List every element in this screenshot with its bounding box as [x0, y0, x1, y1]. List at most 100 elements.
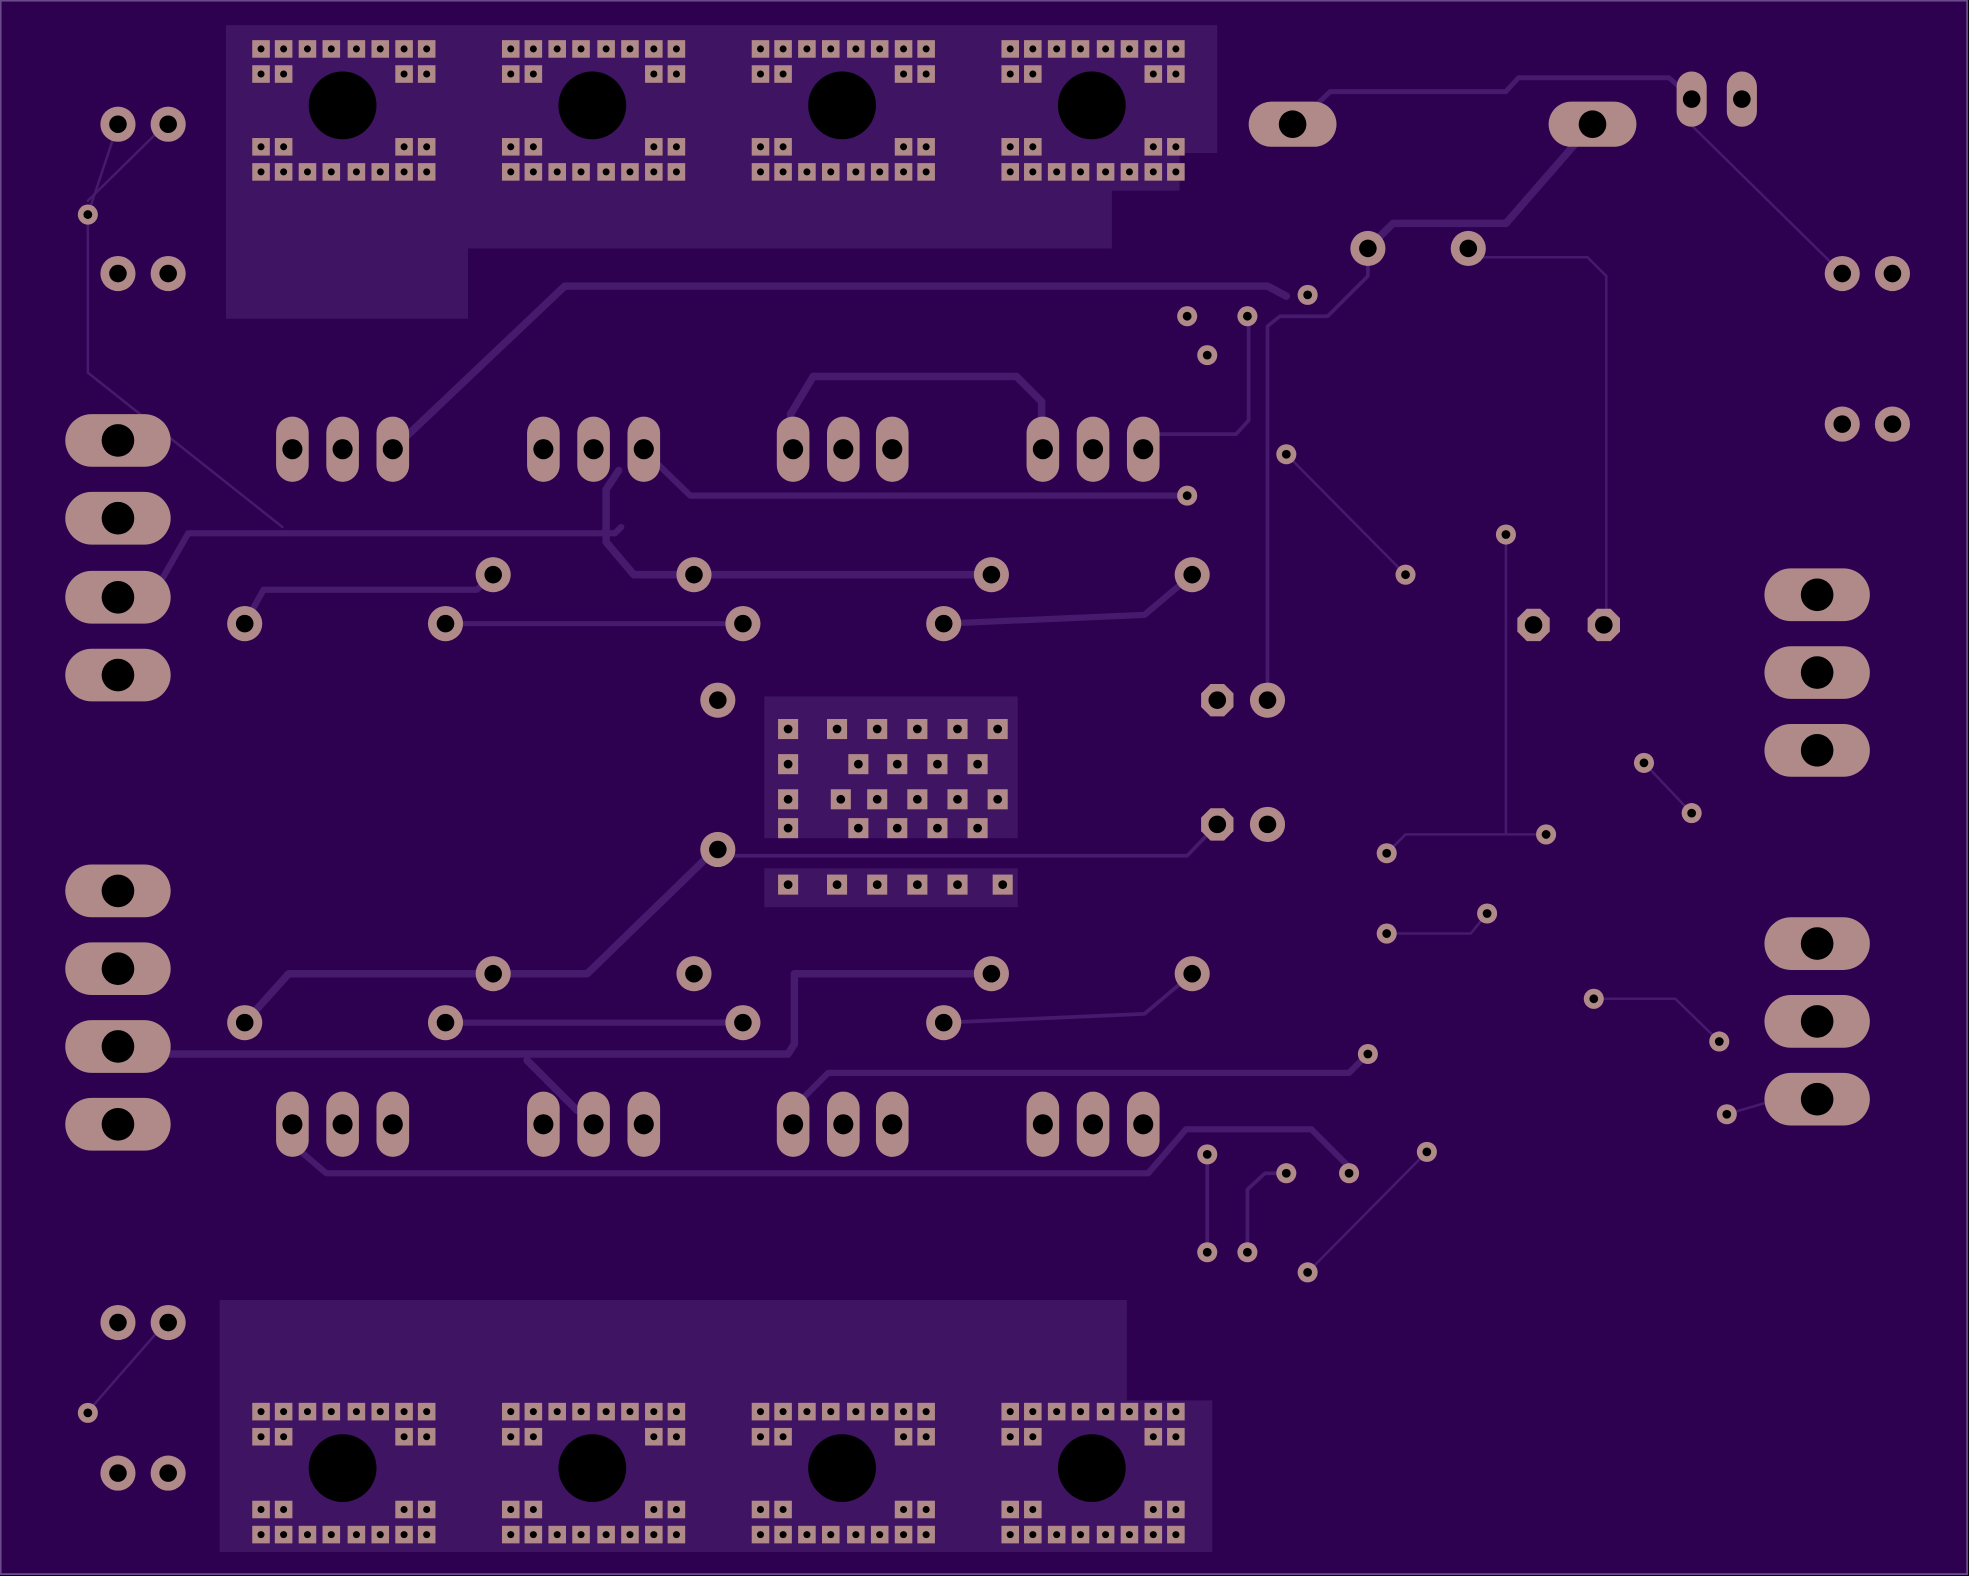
pad-group	[65, 40, 1911, 1544]
via-13	[1376, 843, 1397, 864]
round-pad-28	[427, 1005, 464, 1041]
top-small-oval-pad-1	[1676, 71, 1707, 127]
round-pad-34	[1249, 806, 1286, 842]
connector-left-pad-2	[65, 491, 171, 545]
via-23	[1339, 1163, 1360, 1184]
via-20	[1357, 1043, 1378, 1065]
round-pad-17	[973, 557, 1009, 593]
trace-26	[159, 969, 996, 1058]
transistor-top-3-pin-3	[875, 416, 909, 482]
ic-pad-r3-c5	[947, 789, 968, 810]
ic-pad-r5-c6	[992, 874, 1013, 895]
round-pad-5	[100, 1304, 136, 1341]
round-pad-26	[1174, 956, 1210, 992]
ic-pad-r5-c5	[947, 874, 968, 895]
round-pad-14	[1450, 230, 1486, 267]
via-25	[1197, 1242, 1218, 1263]
ic-pad-r4-c4	[927, 818, 948, 839]
connector-right-pad-5	[1764, 995, 1870, 1048]
trace-1	[86, 122, 284, 529]
connector-left-pad-1	[65, 414, 171, 467]
via-11	[1633, 752, 1655, 773]
round-pad-21	[725, 606, 761, 642]
transistor-bottom-4-pin-1	[1026, 1091, 1060, 1157]
round-pad-13	[1350, 230, 1386, 267]
ic-pad-r5-c1	[778, 874, 799, 895]
ic-pad-r1-c5	[947, 718, 968, 740]
transistor-top-4-pin-1	[1026, 416, 1060, 482]
round-pad-15	[475, 557, 511, 593]
switch-footprint-bottom-2	[501, 1402, 686, 1544]
trace-15	[602, 466, 996, 579]
switch-footprint-top-4	[1001, 40, 1185, 181]
via-8	[1177, 485, 1198, 506]
transistor-bottom-1-pin-2	[326, 1091, 359, 1157]
transistor-top-1-pin-1	[276, 416, 309, 482]
transistor-bottom-1-pin-1	[276, 1091, 309, 1157]
round-pad-20	[427, 606, 464, 642]
round-pad-22	[926, 606, 962, 642]
transistor-bottom-3-pin-3	[875, 1091, 909, 1157]
ic-pad-r1-c1	[778, 718, 799, 740]
via-16	[1477, 903, 1498, 924]
transistor-bottom-4-pin-2	[1076, 1091, 1110, 1157]
transistor-bottom-4-pin-3	[1126, 1091, 1160, 1157]
center-pour-strip	[764, 868, 1018, 908]
transistor-top-2-pin-1	[527, 416, 560, 482]
ic-pad-r2-c2	[848, 754, 869, 775]
trace-19	[1385, 533, 1508, 855]
round-pad-18	[1174, 557, 1210, 593]
trace-25	[240, 843, 722, 1027]
round-pad-2	[150, 106, 186, 142]
round-pad-4	[150, 255, 186, 292]
round-pad-10	[1874, 255, 1911, 292]
ic-pad-r4-c5	[967, 818, 988, 839]
top-oval-pad-2	[1548, 101, 1637, 147]
trace-12	[1285, 452, 1407, 576]
round-pad-27	[227, 1005, 263, 1041]
via-26	[1237, 1242, 1258, 1263]
connector-right-pad-4	[1764, 917, 1870, 970]
transistor-top-1-pin-3	[376, 416, 410, 482]
connector-left-pad-8	[65, 1097, 171, 1151]
round-pad-11	[1824, 406, 1860, 442]
round-pad-25	[973, 956, 1009, 992]
transistor-top-2-pin-3	[627, 416, 661, 482]
transistor-top-2-pin-2	[577, 416, 610, 482]
round-pad-33	[1249, 682, 1286, 718]
trace-30	[800, 1050, 1372, 1102]
ic-pad-r3-c1	[778, 789, 799, 810]
round-pad-6	[150, 1304, 186, 1341]
ic-pad-r3-c4	[907, 789, 928, 810]
trace-14	[160, 523, 625, 581]
switch-footprint-top-1	[252, 40, 436, 181]
connector-left-pad-5	[65, 864, 171, 918]
transistor-bottom-2-pin-2	[577, 1091, 610, 1157]
via-5	[1197, 345, 1218, 366]
connector-left-pad-6	[65, 942, 171, 996]
via-14	[1536, 824, 1557, 845]
round-pad-23	[475, 956, 511, 992]
connector-right-pad-1	[1764, 568, 1870, 622]
ic-pad-r1-c6	[987, 718, 1008, 740]
trace-34	[1306, 1150, 1429, 1274]
via-18	[1709, 1031, 1730, 1052]
ic-pad-r4-c1	[778, 818, 799, 839]
trace-18	[940, 571, 1196, 627]
trace-8	[1364, 121, 1596, 253]
transistor-bottom-3-pin-1	[776, 1091, 810, 1157]
connector-right-pad-6	[1764, 1072, 1870, 1126]
transistor-bottom-2-pin-1	[527, 1091, 560, 1157]
bottom-pour-zone	[219, 1299, 1213, 1553]
switch-footprint-bottom-3	[751, 1402, 935, 1544]
ic-pad-r1-c2	[827, 718, 848, 740]
ic-pad-r4-c2	[848, 818, 869, 839]
transistor-top-4-pin-2	[1076, 416, 1110, 482]
switch-footprint-top-2	[501, 40, 686, 181]
ic-pad-r2-c3	[887, 754, 908, 775]
ic-pad-r4-c3	[887, 818, 908, 839]
octagon-pad-1	[1201, 683, 1234, 717]
ic-pad-r2-c1	[778, 754, 799, 775]
transistor-top-3-pin-2	[827, 416, 860, 482]
ic-pad-r3-c2	[830, 789, 851, 810]
